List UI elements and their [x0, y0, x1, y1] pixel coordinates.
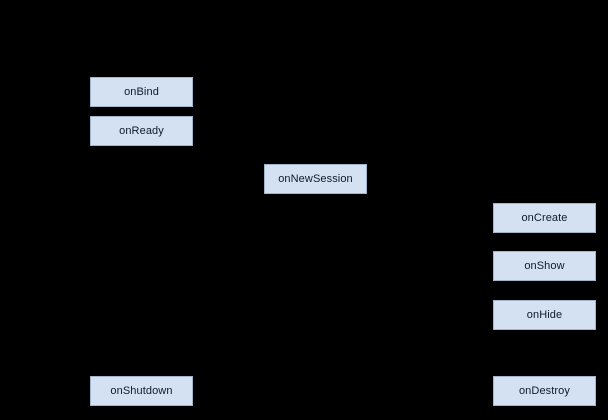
node-onDestroy[interactable]: onDestroy: [493, 376, 596, 406]
node-label: onBind: [124, 85, 159, 98]
node-onNewSession[interactable]: onNewSession: [264, 164, 367, 194]
node-label: onReady: [119, 124, 164, 137]
node-label: onNewSession: [278, 172, 353, 185]
node-onCreate[interactable]: onCreate: [493, 203, 596, 233]
node-onReady[interactable]: onReady: [90, 116, 193, 146]
node-onHide[interactable]: onHide: [493, 300, 596, 330]
node-label: onShow: [524, 259, 565, 272]
node-onShutdown[interactable]: onShutdown: [90, 376, 193, 406]
node-label: onCreate: [521, 211, 568, 224]
node-label: onHide: [526, 308, 563, 321]
node-label: onDestroy: [518, 384, 571, 397]
node-onBind[interactable]: onBind: [90, 77, 193, 107]
node-onShow[interactable]: onShow: [493, 251, 596, 281]
node-label: onShutdown: [110, 384, 173, 397]
